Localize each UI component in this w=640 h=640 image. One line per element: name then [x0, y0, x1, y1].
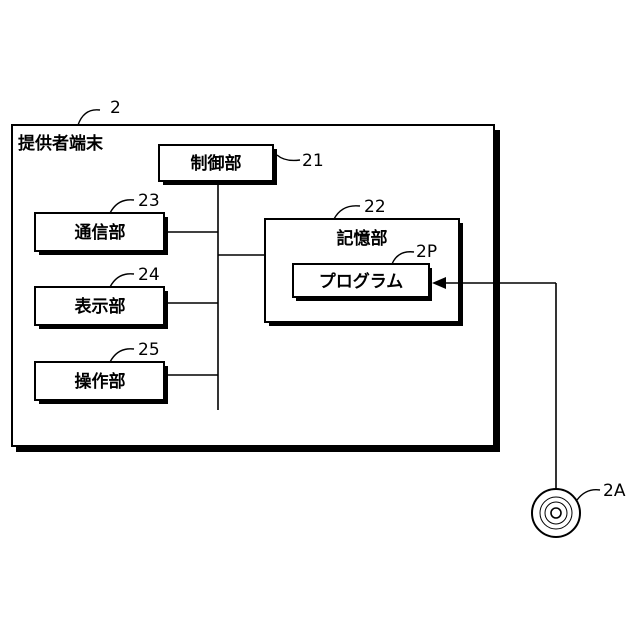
provider-terminal-title: 提供者端末: [18, 133, 104, 154]
control-unit-ref: 21: [302, 151, 324, 171]
provider-terminal-leader: [78, 110, 100, 125]
storage-unit-label: 記憶部: [337, 228, 388, 249]
communication-unit-ref: 23: [138, 191, 160, 211]
communication-unit-label: 通信部: [75, 222, 126, 243]
disc-ref: 2A: [603, 481, 626, 501]
recording-disc: 2A: [532, 481, 626, 537]
control-unit-label: 制御部: [191, 153, 242, 174]
display-unit-ref: 24: [138, 265, 160, 285]
provider-terminal-ref: 2: [110, 98, 121, 118]
disc-leader: [577, 490, 600, 500]
program-ref: 2P: [416, 242, 437, 262]
display-unit-label: 表示部: [75, 296, 126, 317]
program-label: プログラム: [319, 271, 404, 292]
storage-unit-ref: 22: [364, 197, 386, 217]
disc-hole: [551, 508, 561, 518]
operation-unit-ref: 25: [138, 340, 160, 360]
operation-unit-label: 操作部: [75, 371, 126, 392]
